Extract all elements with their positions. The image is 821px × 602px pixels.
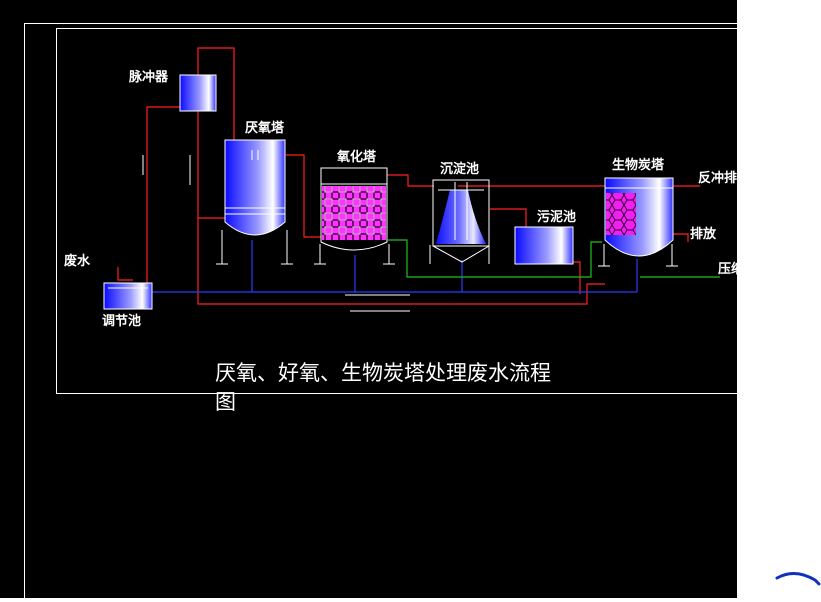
sedimentation-tank <box>432 179 490 263</box>
pen-stroke-mark <box>775 572 821 586</box>
margin-panel <box>737 0 821 598</box>
diagram-canvas: 脉冲器 厌氧塔 氧化塔 沉淀池 污泥池 生物炭塔 反冲排 排放 废水 调节池 压… <box>0 0 737 598</box>
process-flow-diagram: 脉冲器 厌氧塔 氧化塔 沉淀池 污泥池 生物炭塔 反冲排 排放 废水 调节池 压… <box>24 23 737 598</box>
green-pipelines <box>388 239 720 278</box>
oxidation-tower <box>320 167 388 251</box>
diagram-caption: 厌氧、好氧、生物炭塔处理废水流程 <box>215 361 551 385</box>
regulating-tank <box>103 282 153 310</box>
label-wastewater: 废水 <box>64 253 91 269</box>
blue-pipelines <box>152 240 638 293</box>
label-sedimentation-tank: 沉淀池 <box>440 161 479 177</box>
label-backwash: 反冲排 <box>698 170 737 186</box>
label-compressed: 压缩 <box>718 261 737 277</box>
drawing-frames <box>24 23 737 598</box>
diagram-labels: 脉冲器 厌氧塔 氧化塔 沉淀池 污泥池 生物炭塔 反冲排 排放 废水 调节池 压… <box>64 69 737 329</box>
label-bio-carbon-tower: 生物炭塔 <box>612 157 665 173</box>
anaerobic-tower <box>224 139 286 236</box>
equipment-stands <box>142 155 678 312</box>
label-anaerobic-tower: 厌氧塔 <box>245 120 285 136</box>
pulser-vessel <box>179 74 217 112</box>
label-pulser: 脉冲器 <box>128 69 169 85</box>
sludge-tank <box>514 226 574 265</box>
diagram-caption-continued: 图 <box>215 390 236 414</box>
label-discharge: 排放 <box>690 226 717 242</box>
label-sludge-tank: 污泥池 <box>537 209 576 225</box>
red-pipelines <box>117 47 700 305</box>
bio-carbon-tower <box>604 177 674 257</box>
label-oxidation-tower: 氧化塔 <box>336 149 377 165</box>
label-regulating-tank: 调节池 <box>102 313 141 329</box>
